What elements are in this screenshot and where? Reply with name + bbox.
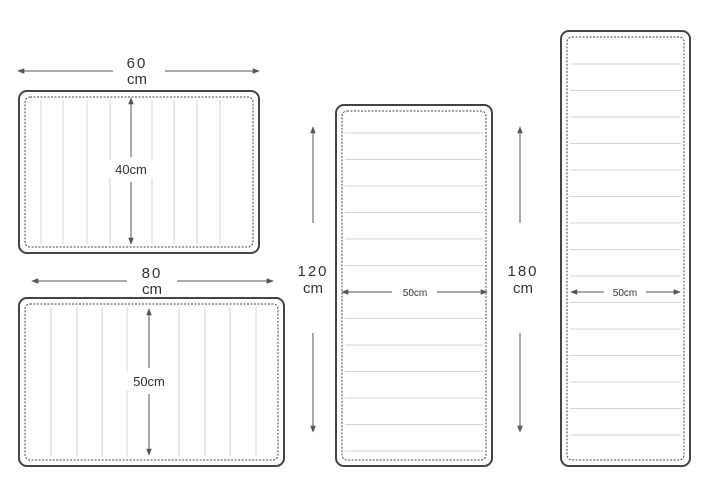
height-label: 50cm [133,374,165,389]
length-value: 120 [297,263,328,280]
width-unit: cm [127,71,147,88]
mat-60x40: 60 cm 40cm [17,55,260,254]
width-dimension: 80 cm [31,265,274,298]
width-dimension: 50cm [341,285,488,299]
width-label: 50cm [613,288,637,299]
length-dimension: 180 cm [507,126,538,433]
width-label: 50cm [403,288,427,299]
length-dimension: 120 cm [297,126,328,433]
length-unit: cm [513,280,533,297]
length-value: 180 [507,263,538,280]
height-label: 40cm [115,162,147,177]
height-dimension: 40cm [108,97,154,245]
length-unit: cm [303,280,323,297]
mat-80x50: 80 cm 50cm [18,265,285,467]
width-dimension: 60 cm [17,55,260,88]
mat-stripes [570,63,681,436]
width-unit: cm [142,281,162,298]
mat-stripes [345,132,483,452]
mat-50x180: 180 cm 50cm [507,30,691,467]
width-value: 60 [127,55,148,72]
mat-stitch-border [566,36,685,461]
width-dimension: 50cm [570,285,681,299]
mat-50x120: 120 cm 50cm [297,104,493,467]
height-dimension: 50cm [126,308,172,456]
mat-stripes [50,307,257,457]
width-value: 80 [142,265,163,282]
